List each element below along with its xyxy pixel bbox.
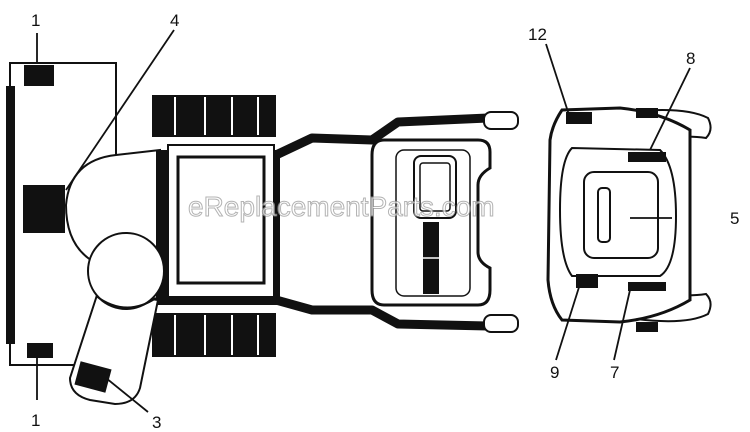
watermark: eReplacementParts.com [188, 191, 495, 222]
callout-9: 9 [550, 363, 559, 382]
callout-3: 3 [152, 413, 161, 432]
track-bottom [152, 313, 276, 357]
decal-8 [628, 152, 666, 162]
decal-9 [576, 274, 598, 288]
handle-rails [274, 113, 489, 331]
track-top [152, 95, 276, 137]
engine-cover [176, 155, 266, 285]
grip-band-bottom [636, 322, 658, 332]
decal-3 [74, 361, 112, 393]
leader-lines [36, 29, 691, 413]
decal-7 [628, 282, 666, 291]
decal-1-top [24, 65, 54, 86]
callout-5: 5 [730, 209, 739, 228]
grip-band-top [636, 108, 658, 118]
decal-1-bottom [27, 343, 53, 358]
dash-slot [597, 187, 611, 243]
callout-1-bottom: 1 [31, 411, 40, 430]
callout-7: 7 [610, 363, 619, 382]
callout-12: 12 [528, 25, 547, 44]
handle-grips [483, 111, 519, 333]
decal-4 [23, 185, 65, 233]
panel-window-inner [419, 162, 451, 212]
callout-4: 4 [170, 11, 179, 30]
dash-inner-outline [558, 146, 678, 277]
dash-center-block [583, 171, 659, 259]
decal-12 [566, 112, 592, 124]
callout-1-top: 1 [31, 11, 40, 30]
callout-8: 8 [686, 49, 695, 68]
